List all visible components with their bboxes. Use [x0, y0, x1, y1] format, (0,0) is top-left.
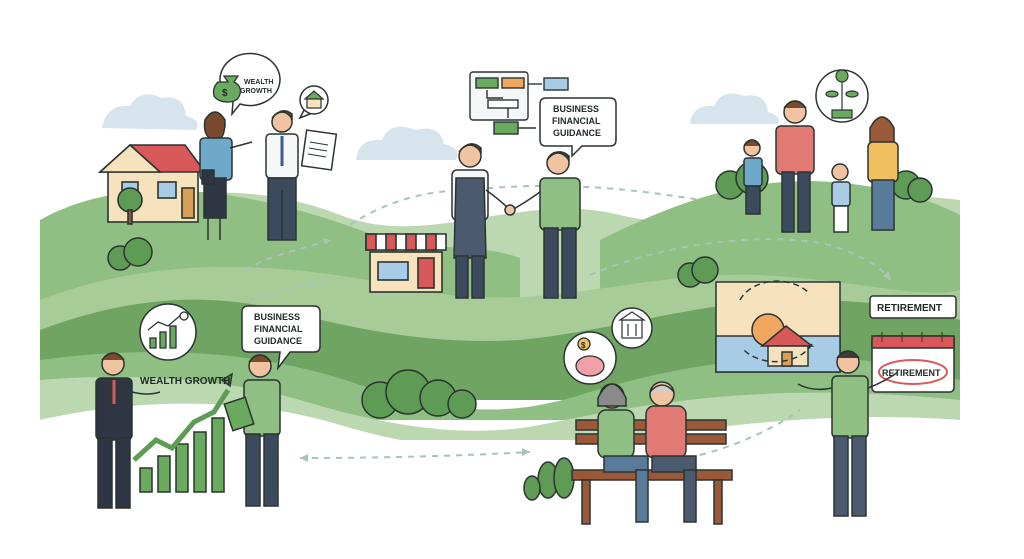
wealth-growth-line-2: GROWTH — [240, 88, 272, 95]
bush-left — [107, 237, 153, 271]
path-arrowheads — [300, 238, 890, 462]
small-shop — [365, 233, 447, 293]
guidance-bubble-left: BUSINESS FINANCIAL GUIDANCE — [241, 305, 321, 371]
building-icon — [618, 311, 646, 339]
money-bag-symbol: $ — [222, 88, 228, 99]
chart-bubble — [139, 303, 197, 361]
cloud-left — [102, 94, 198, 130]
house-bubble — [298, 85, 329, 120]
piggy-coin-symbol: $ — [581, 341, 586, 350]
flowchart-board — [469, 71, 569, 135]
cloud-center — [356, 126, 458, 160]
guidance-top-line-1: BUSINESS — [553, 104, 599, 114]
wealth-growth-bubble: $ WEALTH GROWTH — [212, 52, 281, 117]
guidance-top-line-3: GUIDANCE — [553, 128, 601, 138]
businessman-green-shirt — [504, 151, 581, 299]
man-with-document — [265, 110, 338, 241]
piggy-bank-icon: $ — [575, 337, 605, 377]
calendar-icon — [881, 332, 943, 342]
guidance-top-line-2: FINANCIAL — [552, 116, 601, 126]
wealth-growth-chart-label: WEALTH GROWTH — [140, 376, 230, 387]
presenter-suit — [95, 352, 161, 509]
retirement-calendar: RETIREMENT — [871, 332, 955, 393]
piggy-bubble: $ — [563, 331, 617, 385]
guidance-left-line-2: FINANCIAL — [254, 324, 303, 334]
clouds — [102, 93, 779, 160]
man-pointing-calendar — [797, 350, 899, 517]
path-bottom-right — [699, 409, 801, 456]
retirement-sign: RETIREMENT — [869, 295, 957, 319]
retirement-sign-label: RETIREMENT — [877, 303, 942, 314]
plant-icon — [825, 69, 859, 119]
elderly-woman — [597, 383, 649, 523]
house-sunset-frame — [715, 280, 841, 373]
shopkeeper — [451, 143, 511, 299]
path-top-right — [589, 238, 891, 281]
journey-paths — [244, 184, 891, 459]
shrub-bottom — [523, 457, 575, 501]
elderly-man — [645, 381, 697, 523]
guidance-left-line-1: BUSINESS — [254, 312, 300, 322]
man-with-tablet — [223, 354, 281, 507]
house-icon — [303, 90, 325, 109]
wealth-growth-chart: WEALTH GROWTH — [132, 372, 234, 493]
guidance-left-line-3: GUIDANCE — [254, 336, 302, 346]
building-bubble — [611, 307, 653, 349]
chart-icon — [147, 311, 189, 349]
plant-bubble — [815, 69, 869, 123]
family-group — [743, 100, 899, 233]
path-top-center — [349, 184, 701, 226]
path-left-mid — [249, 281, 331, 301]
retirement-stamp-label: RETIREMENT — [882, 368, 941, 378]
bush-group-center — [361, 369, 477, 419]
woman-advisor — [199, 111, 253, 240]
guidance-bubble-top: BUSINESS FINANCIAL GUIDANCE — [539, 97, 617, 158]
cloud-right — [690, 93, 779, 124]
money-bag-icon: $ — [212, 75, 242, 103]
wealth-growth-line-1: WEALTH — [244, 79, 273, 86]
family-house — [97, 143, 207, 225]
path-bottom — [299, 451, 531, 459]
